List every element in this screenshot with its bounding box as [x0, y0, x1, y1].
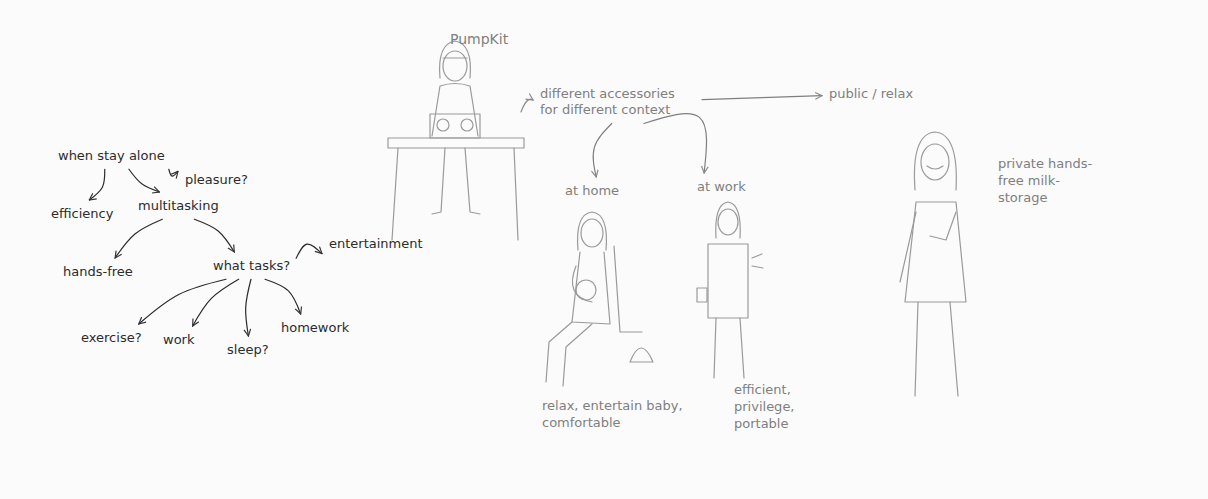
leader-arrow — [521, 99, 533, 112]
head — [718, 209, 738, 235]
mind-map-node: pleasure? — [182, 170, 251, 190]
arrow-connector — [193, 279, 239, 326]
figure-legs — [432, 148, 480, 214]
mind-map-node: hands-free — [60, 262, 136, 282]
pump-kit-box — [430, 114, 480, 138]
cup — [697, 288, 707, 302]
node-text: sleep? — [227, 342, 269, 358]
mind-map-node: efficiency — [48, 204, 116, 224]
context-note: relax, entertain baby, comfortable — [542, 398, 707, 432]
arrow-connector — [89, 169, 104, 200]
mind-map-node: different accessories for different cont… — [537, 84, 699, 121]
work-figure — [697, 202, 763, 378]
hair — [716, 202, 741, 238]
node-text: homework — [281, 320, 349, 336]
head — [443, 51, 467, 81]
arrow-connector — [139, 279, 226, 324]
pump-part — [461, 119, 473, 131]
node-text: multitasking — [138, 198, 219, 214]
context-note: private hands-free milk-storage — [998, 156, 1098, 207]
product-name: PumpKit — [450, 30, 508, 48]
mind-map-node: public / relax — [826, 84, 916, 104]
pump-marks — [752, 254, 763, 268]
arrow-connector — [702, 96, 822, 100]
mind-map-node: entertainment — [326, 234, 426, 254]
node-text: entertainment — [329, 236, 423, 252]
arrow-connector — [115, 219, 162, 258]
torso — [432, 84, 478, 137]
head — [581, 219, 603, 247]
mind-map-node: multitasking — [135, 196, 222, 216]
node-text: at home — [565, 183, 619, 199]
legs — [714, 318, 744, 378]
node-text: different accessories for different cont… — [540, 86, 696, 119]
bangs — [443, 57, 467, 58]
context-note: efficient, privilege, portable — [734, 382, 819, 433]
mind-map-node: when stay alone — [55, 146, 168, 166]
torso — [905, 202, 966, 302]
desk-legs — [392, 148, 518, 240]
node-text: at work — [697, 179, 746, 195]
mind-map-node: homework — [278, 318, 352, 338]
arrow-connector — [246, 279, 251, 336]
arms — [900, 212, 956, 282]
home-figure — [546, 212, 653, 386]
hair — [914, 132, 956, 190]
desk-figure — [388, 41, 524, 240]
node-text: pleasure? — [185, 172, 248, 188]
pump-bag — [630, 348, 653, 362]
node-text: what tasks? — [213, 258, 290, 274]
node-text: public / relax — [829, 86, 913, 102]
arrow-connector — [644, 114, 707, 173]
chair — [614, 246, 642, 332]
legs — [915, 302, 958, 396]
mind-map-node: sleep? — [224, 340, 272, 360]
smile — [927, 166, 943, 169]
torso — [708, 244, 748, 318]
public-figure — [900, 132, 966, 396]
mind-map-node: at work — [694, 177, 749, 197]
node-text: when stay alone — [58, 148, 165, 164]
arrow-connector — [296, 244, 322, 258]
arrow-connector — [593, 124, 612, 178]
desk-top — [388, 138, 524, 148]
mind-map-node: at home — [562, 181, 622, 201]
node-text: efficiency — [51, 206, 113, 222]
mind-map-node: exercise? — [78, 328, 145, 348]
mind-map-node: what tasks? — [210, 256, 293, 276]
node-text: exercise? — [81, 330, 142, 346]
head — [921, 144, 949, 180]
hair — [578, 212, 607, 250]
legs — [546, 322, 592, 386]
pump-part — [437, 119, 449, 131]
arrow-connector — [129, 169, 159, 192]
arrow-connector — [169, 169, 178, 176]
arm — [572, 266, 592, 302]
node-text: work — [163, 332, 194, 348]
mind-map-node: work — [160, 330, 197, 350]
node-text: hands-free — [63, 264, 133, 280]
arrow-connector — [194, 219, 234, 252]
arrow-connector — [265, 279, 301, 314]
torso — [572, 252, 610, 324]
